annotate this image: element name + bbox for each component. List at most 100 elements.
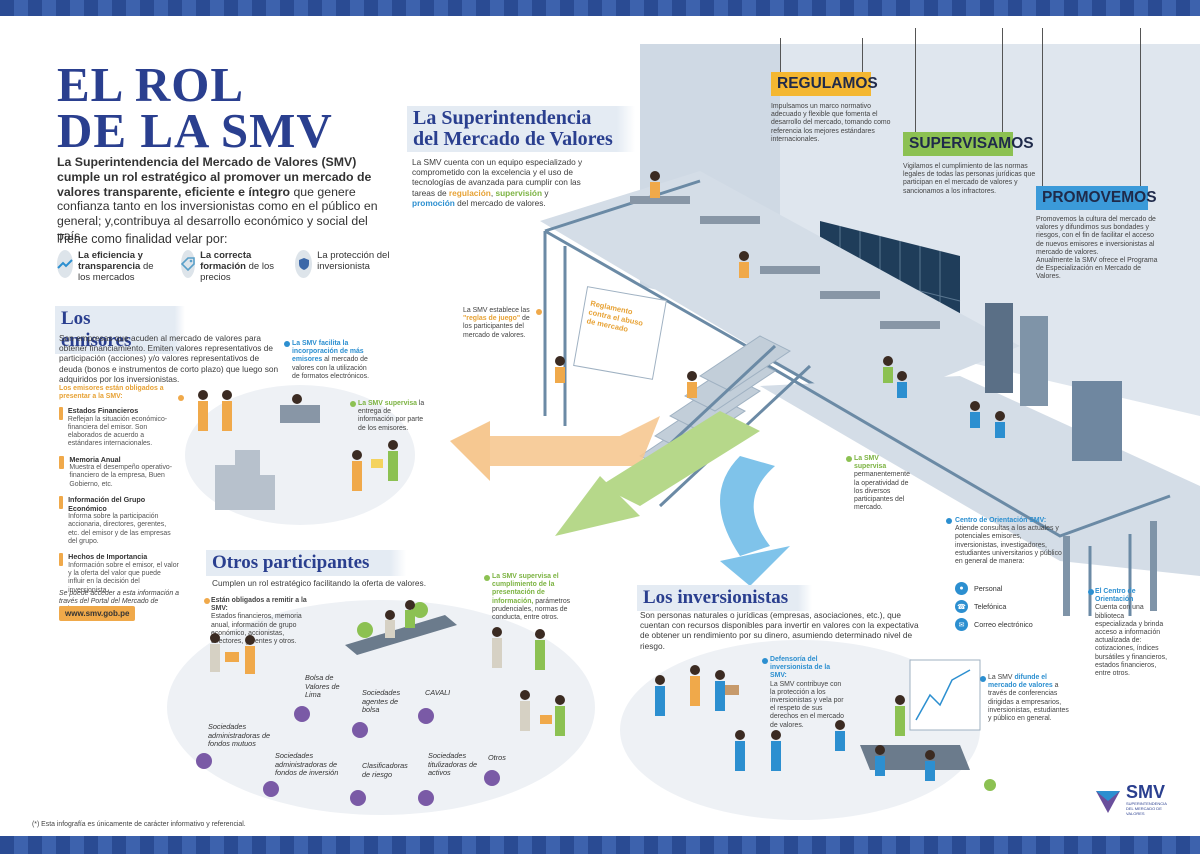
robot-icon (263, 781, 279, 797)
supervisamos-label: SUPERVISAMOS (903, 132, 1034, 156)
blue-arrow (720, 456, 775, 556)
intro-bold: La Superintendencia del Mercado de Valor… (57, 155, 372, 199)
finalidad-items: La eficiencia y transparencia de los mer… (57, 250, 395, 283)
entity-otros: Otros (488, 753, 506, 762)
chart-up-icon (57, 250, 73, 278)
inversionistas-text: Son personas naturales o jurídicas (empr… (640, 610, 919, 651)
emisores-title: Los emisores (55, 306, 185, 354)
shield-icon (295, 250, 313, 278)
centro-orientacion: Centro de Orientación SMV: Atiende consu… (955, 517, 1062, 566)
green-arrow-head (555, 476, 640, 536)
background-illustration (450, 44, 1200, 616)
intro-paragraph: La Superintendencia del Mercado de Valor… (57, 155, 387, 244)
server-rack (985, 303, 1013, 393)
upper-railing (543, 179, 861, 426)
entity-titulizadoras: Sociedades titulizadoras de activos (428, 751, 478, 777)
goal-item: La correcta formación de los precios (181, 250, 281, 283)
promovemos-text: Promovemos la cultura del mercado de val… (1036, 216, 1158, 281)
main-title: EL ROL DE LA SMV (57, 57, 333, 158)
regulamos-label: REGULAMOS (771, 72, 878, 96)
document-icon (59, 496, 64, 510)
smv-logo-subtext: SUPERINTENDENCIA DEL MERCADO DE VALORES (1126, 801, 1167, 816)
entity-safm: Sociedades administradoras de fondos mut… (208, 722, 271, 748)
emisores-text: Son empresas que acuden al mercado de va… (59, 333, 279, 384)
footer-note: (*) Esta infografía es únicamente de car… (32, 821, 246, 828)
robot-icon (418, 708, 434, 724)
note-reglas: La SMV establece las "reglas de juego" d… (463, 307, 530, 339)
emisores-illustration (185, 385, 415, 525)
orange-arrow (490, 416, 660, 466)
inversionistas-illustration (655, 659, 996, 791)
document-icon (59, 553, 64, 567)
robot-icon (294, 706, 310, 722)
robot-icon (196, 753, 212, 769)
lower-railing (759, 359, 1171, 616)
otros-people-illustration (210, 600, 457, 674)
otros-title: Otros participantes (206, 550, 406, 576)
reglamento-board (573, 286, 667, 380)
price-tag-icon (181, 250, 196, 278)
entity-sab: Sociedades agentes de bolsa (362, 688, 401, 714)
upper-desks (630, 196, 940, 329)
smv-logo-mark (1096, 790, 1120, 813)
supervisors-illustration (492, 627, 565, 736)
inversionistas-title: Los inversionistas (637, 585, 812, 611)
smv-logo: SMV SUPERINTENDENCIA DEL MERCADO DE VALO… (1094, 782, 1167, 816)
regulamos-text: Impulsamos un marco normativo adecuado y… (771, 103, 891, 143)
smv-website-link[interactable]: www.smv.gob.pe (59, 606, 136, 621)
robot-icon (418, 790, 434, 806)
green-arrow (600, 411, 760, 506)
top-band (0, 0, 1200, 16)
entity-cavali: CAVALI (425, 688, 451, 697)
emisores-oblig-note: Los emisores están obligados a presentar… (59, 385, 164, 401)
upper-floor (540, 171, 1020, 411)
entity-bvl: Bolsa de Valores de Lima (305, 673, 340, 699)
goal-item: La eficiencia y transparencia de los mer… (57, 250, 167, 283)
document-icon (59, 455, 65, 469)
bookshelf (1072, 381, 1122, 461)
goal-item: La protección del inversionista (295, 250, 395, 283)
robot-icon (350, 790, 366, 806)
promovemos-label: PROMOVEMOS (1036, 186, 1157, 210)
note-supervisa-mercado: La SMV supervisa permanentemente la oper… (854, 455, 910, 512)
finalidad-title: Tiene como finalidad velar por: (57, 232, 228, 246)
note-defensoria: Defensoría del inversionista de la SMV: … (770, 656, 844, 729)
note-supervisa-emisores: La SMV supervisa la entrega de informaci… (358, 400, 425, 432)
email-icon: ✉ (955, 618, 968, 631)
smv-logo-text: SMV (1126, 782, 1166, 802)
title-line-2: DE LA SMV (57, 103, 333, 158)
goal-text: La protección del inversionista (317, 250, 390, 272)
note-otros-supervisa: La SMV supervisa el cumplimiento de la p… (492, 573, 571, 622)
contact-phone: ☎Telefónica (955, 600, 1033, 613)
centro-biblioteca: El Centro de Orientación Cuenta con una … (1095, 588, 1168, 678)
contact-email: ✉Correo electrónico (955, 618, 1033, 631)
otros-text: Cumplen un rol estratégico facilitando l… (212, 578, 426, 588)
smv-section-text: La SMV cuenta con un equipo especializad… (412, 157, 583, 208)
title-line-1: EL ROL (57, 57, 245, 112)
orange-arrow-head (450, 421, 490, 481)
note-difunde: La SMV difunde el mercado de valores a t… (988, 674, 1069, 723)
robot-icon (484, 770, 500, 786)
goal-text: La correcta formación de los precios (200, 250, 274, 283)
phone-icon: ☎ (955, 600, 968, 613)
bottom-band (0, 836, 1200, 854)
supervisamos-text: Vigilamos el cumplimiento de las normas … (903, 163, 1036, 195)
note-facilita: La SMV facilita la incorporación de más … (292, 340, 369, 380)
staff-people (555, 171, 1005, 438)
entity-clasificadoras: Clasificadoras de riesgo (362, 761, 408, 779)
contact-list: ●Personal ☎Telefónica ✉Correo electrónic… (955, 582, 1033, 631)
goal-text: La eficiencia y transparencia de los mer… (78, 250, 154, 283)
entity-safi: Sociedades administradoras de fondos de … (275, 751, 339, 777)
blue-arrow-head (720, 546, 790, 586)
contact-personal: ●Personal (955, 582, 1033, 595)
smv-section-title: La Superintendencia del Mercado de Valor… (407, 106, 635, 152)
document-icon (59, 407, 63, 420)
intro-rest: que genere confianza tanto en los invers… (57, 184, 378, 243)
person-icon: ● (955, 582, 968, 595)
robot-icon (352, 722, 368, 738)
